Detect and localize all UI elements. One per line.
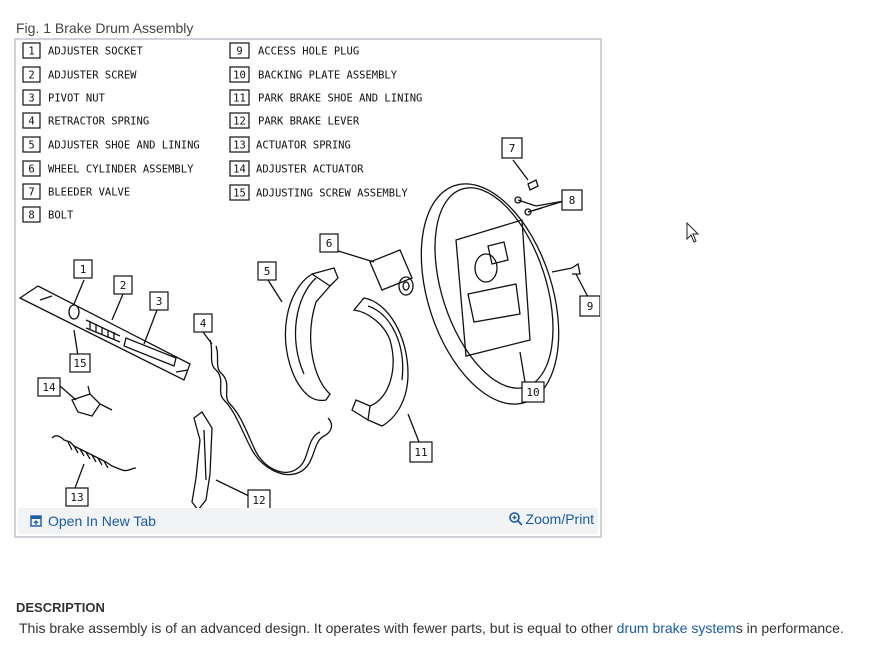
- callout-1: 1: [80, 263, 87, 276]
- legend-num-7: 7: [28, 187, 34, 199]
- legend-box-9: [229, 42, 250, 59]
- legend-num-11: 11: [233, 93, 246, 105]
- zoom-in-icon: [508, 512, 523, 526]
- brake-drum-diagram[interactable]: 1 ADJUSTER SOCKET 2 ADJUSTER SCREW 3 PIV…: [16, 40, 600, 510]
- legend-num-4: 4: [28, 116, 34, 128]
- zoom-print-label: Zoom/Print: [525, 511, 594, 527]
- callout-2: 2: [120, 279, 127, 292]
- callout-4: 4: [200, 317, 207, 330]
- figure-caption: Fig. 1 Brake Drum Assembly: [16, 20, 194, 36]
- callout-14: 14: [42, 381, 56, 394]
- legend-box-7: [22, 183, 41, 200]
- description-text-before: This brake assembly is of an advanced de…: [19, 620, 617, 636]
- callout-5: 5: [264, 265, 271, 278]
- legend-num-13: 13: [233, 140, 246, 152]
- legend-label-7: BLEEDER VALVE: [48, 187, 130, 199]
- callout-box-8: [561, 189, 583, 211]
- callout-box-15: [69, 353, 91, 373]
- legend-num-15: 15: [233, 188, 246, 200]
- zoom-print-link[interactable]: Zoom/Print: [508, 511, 594, 527]
- callout-box-6: [319, 233, 339, 253]
- callout-8: 8: [569, 194, 576, 207]
- legend-box-1: [22, 42, 41, 59]
- callout-11: 11: [414, 446, 427, 459]
- legend-num-3: 3: [28, 93, 34, 105]
- legend-box-2: [22, 66, 41, 83]
- legend-box-11: [229, 89, 250, 106]
- open-in-new-tab-icon: [30, 515, 42, 527]
- legend-num-8: 8: [28, 210, 34, 222]
- callout-box-13: [65, 487, 89, 507]
- mouse-cursor-icon: [686, 222, 700, 243]
- callout-13: 13: [70, 491, 83, 504]
- legend-label-12: PARK BRAKE LEVER: [258, 116, 360, 128]
- legend-box-4: [22, 112, 41, 129]
- legend-label-13: ACTUATOR SPRING: [256, 140, 351, 152]
- legend-box-10: [229, 66, 250, 83]
- description-text: This brake assembly is of an advanced de…: [19, 620, 844, 636]
- figure-frame: 1 ADJUSTER SOCKET 2 ADJUSTER SCREW 3 PIV…: [14, 38, 602, 538]
- legend-label-10: BACKING PLATE ASSEMBLY: [258, 70, 398, 82]
- callout-12: 12: [252, 494, 265, 507]
- legend-label-11: PARK BRAKE SHOE AND LINING: [258, 93, 422, 105]
- legend-num-5: 5: [28, 140, 34, 152]
- legend-label-3: PIVOT NUT: [48, 93, 106, 105]
- callout-box-1: [73, 259, 93, 279]
- callout-box-4: [193, 313, 213, 333]
- legend-box-6: [22, 160, 41, 177]
- legend-box-15: [229, 184, 250, 201]
- legend-box-8: [22, 206, 41, 223]
- legend-box-12: [229, 112, 250, 129]
- figure-toolbar: Open In New Tab Zoom/Print: [18, 508, 598, 534]
- legend-label-8: BOLT: [48, 210, 74, 222]
- callout-box-9: [579, 295, 600, 317]
- callout-box-7: [501, 137, 523, 159]
- callout-3: 3: [156, 295, 163, 308]
- description-heading: DESCRIPTION: [16, 600, 105, 615]
- legend-label-2: ADJUSTER SCREW: [48, 70, 137, 82]
- legend-num-12: 12: [233, 116, 246, 128]
- legend-box-3: [22, 89, 41, 106]
- callout-box-11: [409, 441, 433, 463]
- legend-label-9: ACCESS HOLE PLUG: [258, 46, 359, 58]
- legend-label-1: ADJUSTER SOCKET: [48, 46, 144, 58]
- legend-num-2: 2: [28, 70, 34, 82]
- legend-label-6: WHEEL CYLINDER ASSEMBLY: [48, 164, 194, 176]
- description-text-after: s in performance.: [735, 620, 844, 636]
- legend-num-6: 6: [28, 164, 34, 176]
- callout-box-14: [37, 377, 61, 397]
- callout-box-12: [247, 489, 271, 510]
- legend-box-13: [229, 136, 250, 153]
- drum-brake-systems-link[interactable]: drum brake system: [616, 620, 736, 636]
- legend-num-10: 10: [233, 70, 246, 82]
- legend-label-14: ADJUSTER ACTUATOR: [256, 164, 364, 176]
- legend-num-9: 9: [236, 46, 242, 58]
- legend-num-1: 1: [28, 46, 34, 58]
- legend-label-4: RETRACTOR SPRING: [48, 116, 149, 128]
- callout-6: 6: [326, 237, 333, 250]
- legend-label-15: ADJUSTING SCREW ASSEMBLY: [256, 188, 408, 200]
- callout-box-5: [257, 261, 277, 281]
- legend-box-14: [229, 160, 250, 177]
- legend-num-14: 14: [233, 164, 246, 176]
- legend-box-5: [22, 136, 41, 153]
- legend-label-5: ADJUSTER SHOE AND LINING: [48, 140, 200, 152]
- open-in-new-tab-label: Open In New Tab: [48, 513, 156, 529]
- open-in-new-tab-link[interactable]: Open In New Tab: [30, 513, 156, 529]
- callout-box-3: [149, 291, 169, 311]
- callout-9: 9: [587, 300, 594, 313]
- parts-illustration: [18, 159, 589, 510]
- callout-7: 7: [509, 142, 516, 155]
- callout-10: 10: [526, 386, 539, 399]
- callout-box-2: [113, 275, 133, 295]
- callout-box-10: [521, 381, 545, 403]
- callout-15: 15: [73, 357, 86, 370]
